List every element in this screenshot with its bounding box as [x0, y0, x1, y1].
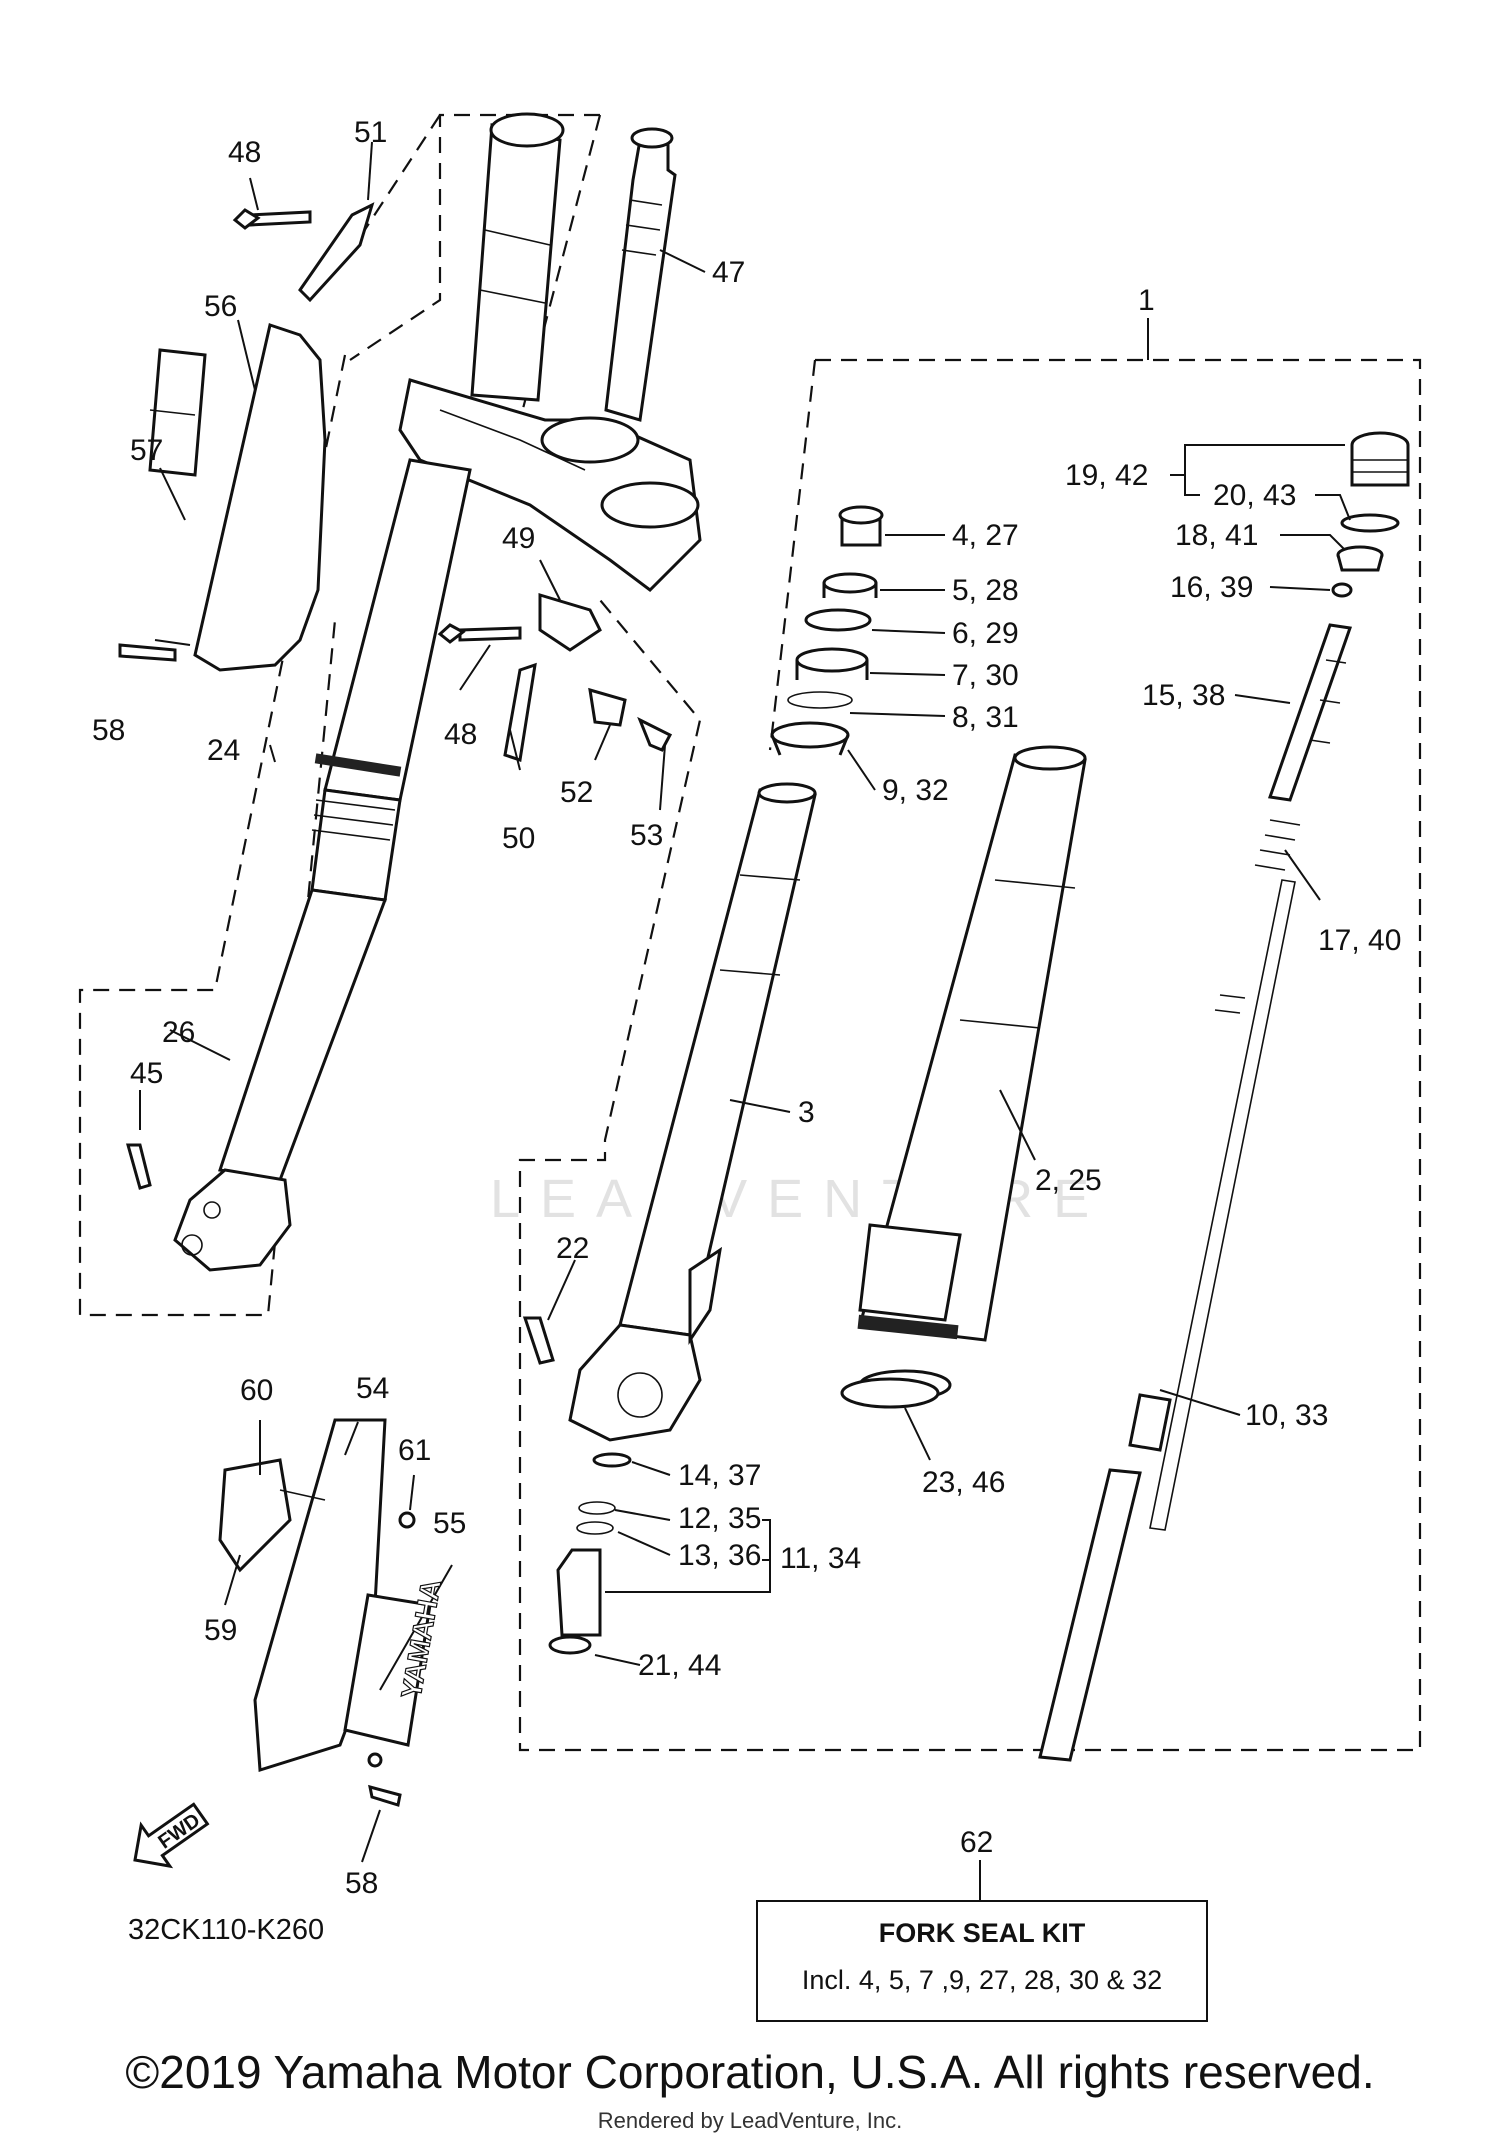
leader-lines — [139, 141, 1351, 1900]
kit-title: FORK SEAL KIT — [878, 1918, 1086, 1948]
fork-guard-right — [218, 1418, 432, 1772]
callout: 23, 46 — [922, 1466, 1005, 1499]
callout: 53 — [630, 819, 663, 852]
steering-stem — [604, 127, 677, 422]
callout: 10, 33 — [1245, 1399, 1328, 1432]
callout: 4, 27 — [952, 519, 1019, 552]
copyright-notice: ©2019 Yamaha Motor Corporation, U.S.A. A… — [125, 2046, 1375, 2098]
callout: 13, 36 — [678, 1539, 761, 1572]
callout: 54 — [356, 1372, 389, 1405]
callout: 7, 30 — [952, 659, 1019, 692]
callout: 11, 34 — [780, 1542, 861, 1575]
callout: 51 — [354, 116, 387, 149]
fwd-arrow-icon: FWD — [133, 1802, 210, 1869]
callout: 1 — [1138, 284, 1155, 317]
seal-stack — [770, 505, 884, 756]
fork-assembly-outline — [518, 358, 1422, 1752]
callout: 19, 42 — [1065, 459, 1148, 492]
callout: 18, 41 — [1175, 519, 1258, 552]
callout: 15, 38 — [1142, 679, 1225, 712]
callout: 61 — [398, 1434, 431, 1467]
callout: 55 — [433, 1507, 466, 1540]
fork-seal-kit-box: FORK SEAL KIT Incl. 4, 5, 7 ,9, 27, 28, … — [756, 1900, 1208, 2022]
callout: 22 — [556, 1232, 589, 1265]
callout: 9, 32 — [882, 774, 949, 807]
callout: 60 — [240, 1374, 273, 1407]
damper-assembly — [1038, 431, 1410, 1762]
callout: 59 — [204, 1614, 237, 1647]
outer-assembly-outline — [349, 113, 600, 361]
callout: 20, 43 — [1213, 479, 1296, 512]
kit-ref-callout: 62 — [960, 1826, 993, 1859]
callout: 21, 44 — [638, 1649, 721, 1682]
callout: 12, 35 — [678, 1502, 761, 1535]
callout: 58 — [345, 1867, 378, 1900]
callout: 45 — [130, 1057, 163, 1090]
fork-inner-tube — [857, 745, 1087, 1401]
guide-ring — [840, 1377, 940, 1409]
callout: 5, 28 — [952, 574, 1019, 607]
callout: 49 — [502, 522, 535, 555]
callout: 48 — [228, 136, 261, 169]
brackets-and-bolts — [118, 202, 673, 1807]
fork-guard-left — [148, 323, 327, 672]
callout: 2, 25 — [1035, 1164, 1102, 1197]
callout: 6, 29 — [952, 617, 1019, 650]
callout: 58 — [92, 714, 125, 747]
left-fork-tube — [173, 112, 565, 1272]
callout: 16, 39 — [1170, 571, 1253, 604]
callout: 17, 40 — [1318, 924, 1401, 957]
callout: 3 — [798, 1096, 815, 1129]
callout: 24 — [207, 734, 240, 767]
kit-description: Incl. 4, 5, 7 ,9, 27, 28, 30 & 32 — [801, 1965, 1163, 1995]
callout: 48 — [444, 718, 477, 751]
callout: 47 — [712, 256, 745, 289]
diagram-code: 32CK110-K260 — [128, 1914, 325, 1946]
callout: 57 — [130, 434, 163, 467]
rendered-by-notice: Rendered by LeadVenture, Inc. — [597, 2108, 903, 2133]
callout: 52 — [560, 776, 593, 809]
callout: 14, 37 — [678, 1459, 761, 1492]
callout: 50 — [502, 822, 535, 855]
base-valve — [548, 1452, 632, 1655]
fork-outer-tube — [568, 782, 817, 1442]
under-bracket — [398, 378, 702, 592]
callout-labels: 48 51 47 56 57 58 24 49 48 52 53 50 26 4… — [92, 116, 1401, 1900]
callout: 8, 31 — [952, 701, 1019, 734]
callout: 26 — [162, 1016, 195, 1049]
callout: 56 — [204, 290, 237, 323]
